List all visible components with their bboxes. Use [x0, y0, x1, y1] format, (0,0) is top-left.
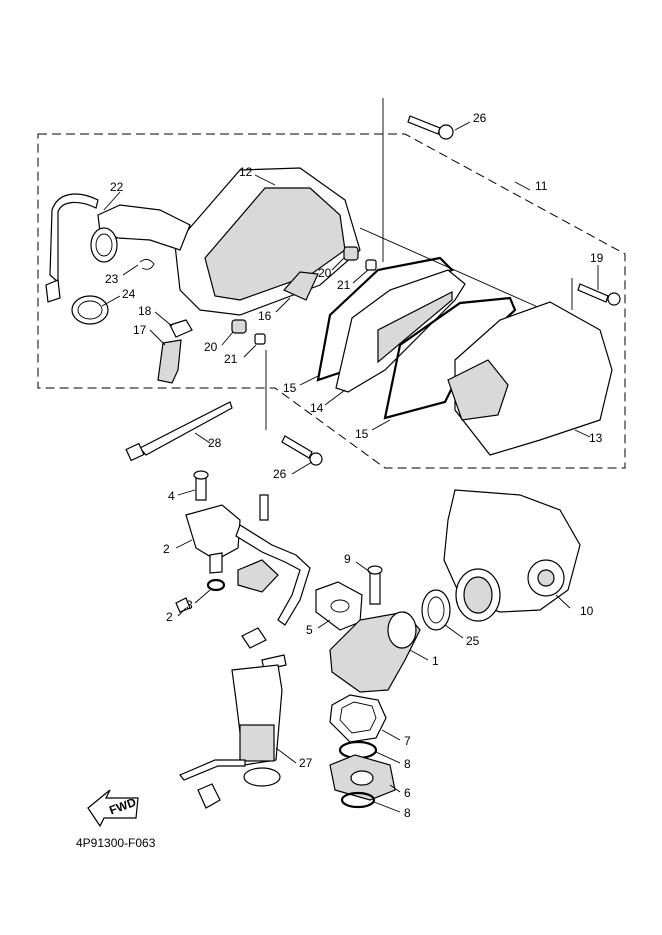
screw-upper [259, 494, 269, 521]
breather-hose [49, 193, 99, 284]
callout-8-lower: 8 [404, 806, 411, 820]
bolt-lower-head [309, 452, 323, 466]
throttle-pulley-hub [537, 569, 555, 587]
callout-20-lower: 20 [204, 340, 218, 354]
collar-lower [254, 333, 266, 345]
callout-8-upper: 8 [404, 757, 411, 771]
reference-code: 4P91300-F063 [76, 836, 156, 850]
callout-11: 11 [535, 179, 548, 193]
intake-duct-mouth [90, 227, 118, 263]
throttle-bore-inner [463, 576, 493, 614]
filter-mesh [377, 291, 453, 364]
callout-2-lower: 2 [166, 610, 173, 624]
callout-24: 24 [122, 287, 136, 301]
callout-9: 9 [344, 552, 351, 566]
hose-clamp [71, 295, 109, 325]
pump-fitting [241, 627, 267, 649]
fuel-level-arm [179, 759, 246, 781]
hose-clamp-inner [77, 300, 103, 320]
callout-3: 3 [186, 598, 193, 612]
cover-inner-duct [447, 359, 509, 421]
callout-18: 18 [138, 304, 152, 318]
callout-28: 28 [208, 436, 222, 450]
seal-ring-lower [383, 296, 517, 420]
throttle-clamp-inner [427, 596, 445, 624]
throttle-clamp [421, 589, 451, 631]
fuel-pump-filter [239, 724, 275, 762]
callout-21-lower: 21 [224, 352, 238, 366]
clip-2 [175, 597, 191, 613]
callout-15-right: 15 [355, 427, 369, 441]
drain-clip [169, 319, 193, 338]
valve-bracket [237, 559, 279, 593]
callout-17: 17 [133, 323, 147, 337]
valve-body [185, 504, 241, 561]
screw-4-head [193, 470, 209, 480]
callout-5: 5 [306, 623, 313, 637]
callout-22: 22 [110, 180, 124, 194]
callout-13: 13 [589, 431, 603, 445]
assembly-boundary [37, 133, 626, 469]
leader-lines [101, 121, 599, 813]
callout-16: 16 [258, 309, 272, 323]
callout-6: 6 [404, 786, 411, 800]
joint-plate-5 [315, 581, 363, 631]
cable-tie [139, 401, 233, 456]
callout-12: 12 [239, 165, 253, 179]
callout-15-left: 15 [283, 381, 297, 395]
gasket-7-inner [339, 701, 377, 734]
bolt-top [407, 115, 441, 135]
air-cleaner-cover [454, 301, 613, 456]
callout-14: 14 [310, 401, 324, 415]
oring-3 [206, 578, 226, 592]
bolt-right-head [607, 292, 621, 306]
valve-nipple [209, 552, 223, 574]
insulator-6-hole [350, 770, 374, 786]
small-clip [139, 259, 155, 270]
callout-19: 19 [590, 251, 604, 265]
hose-end-connector [45, 279, 61, 303]
callout-25: 25 [466, 634, 480, 648]
callout-1: 1 [432, 654, 439, 668]
callout-4: 4 [168, 489, 175, 503]
callout-26-lower: 26 [273, 467, 287, 481]
grommet-lower [231, 319, 247, 334]
callout-10: 10 [580, 604, 594, 618]
grommet-upper [343, 246, 359, 261]
screw-9-head [367, 565, 383, 575]
callout-7: 7 [404, 734, 411, 748]
callout-26-top: 26 [473, 111, 487, 125]
screw-9 [369, 569, 381, 605]
callout-23: 23 [105, 272, 119, 286]
bolt-right [577, 283, 609, 303]
callout-27: 27 [299, 756, 313, 770]
gasket-7 [329, 694, 387, 743]
cable-tie-head [125, 442, 145, 462]
callouts: 22 12 11 26 19 23 24 18 17 20 21 16 20 2… [105, 111, 604, 820]
intake-duct-mouth-inner [95, 233, 113, 257]
bolt-lower [281, 435, 313, 459]
callout-2-upper: 2 [163, 542, 170, 556]
collar-upper [365, 259, 377, 271]
case-plate [283, 271, 319, 301]
valve-hose [235, 524, 311, 626]
bolt-top-head [438, 124, 454, 140]
callout-21-upper: 21 [337, 278, 351, 292]
intake-joint-flange [387, 611, 417, 649]
drain-plug [157, 339, 182, 384]
oring-8-lower [340, 791, 376, 809]
fuel-pump-base [243, 767, 281, 787]
fuel-float [197, 783, 221, 809]
callout-20-upper: 20 [318, 266, 332, 280]
fwd-arrow-icon [87, 789, 139, 828]
joint-plate-5-hole [330, 599, 350, 613]
